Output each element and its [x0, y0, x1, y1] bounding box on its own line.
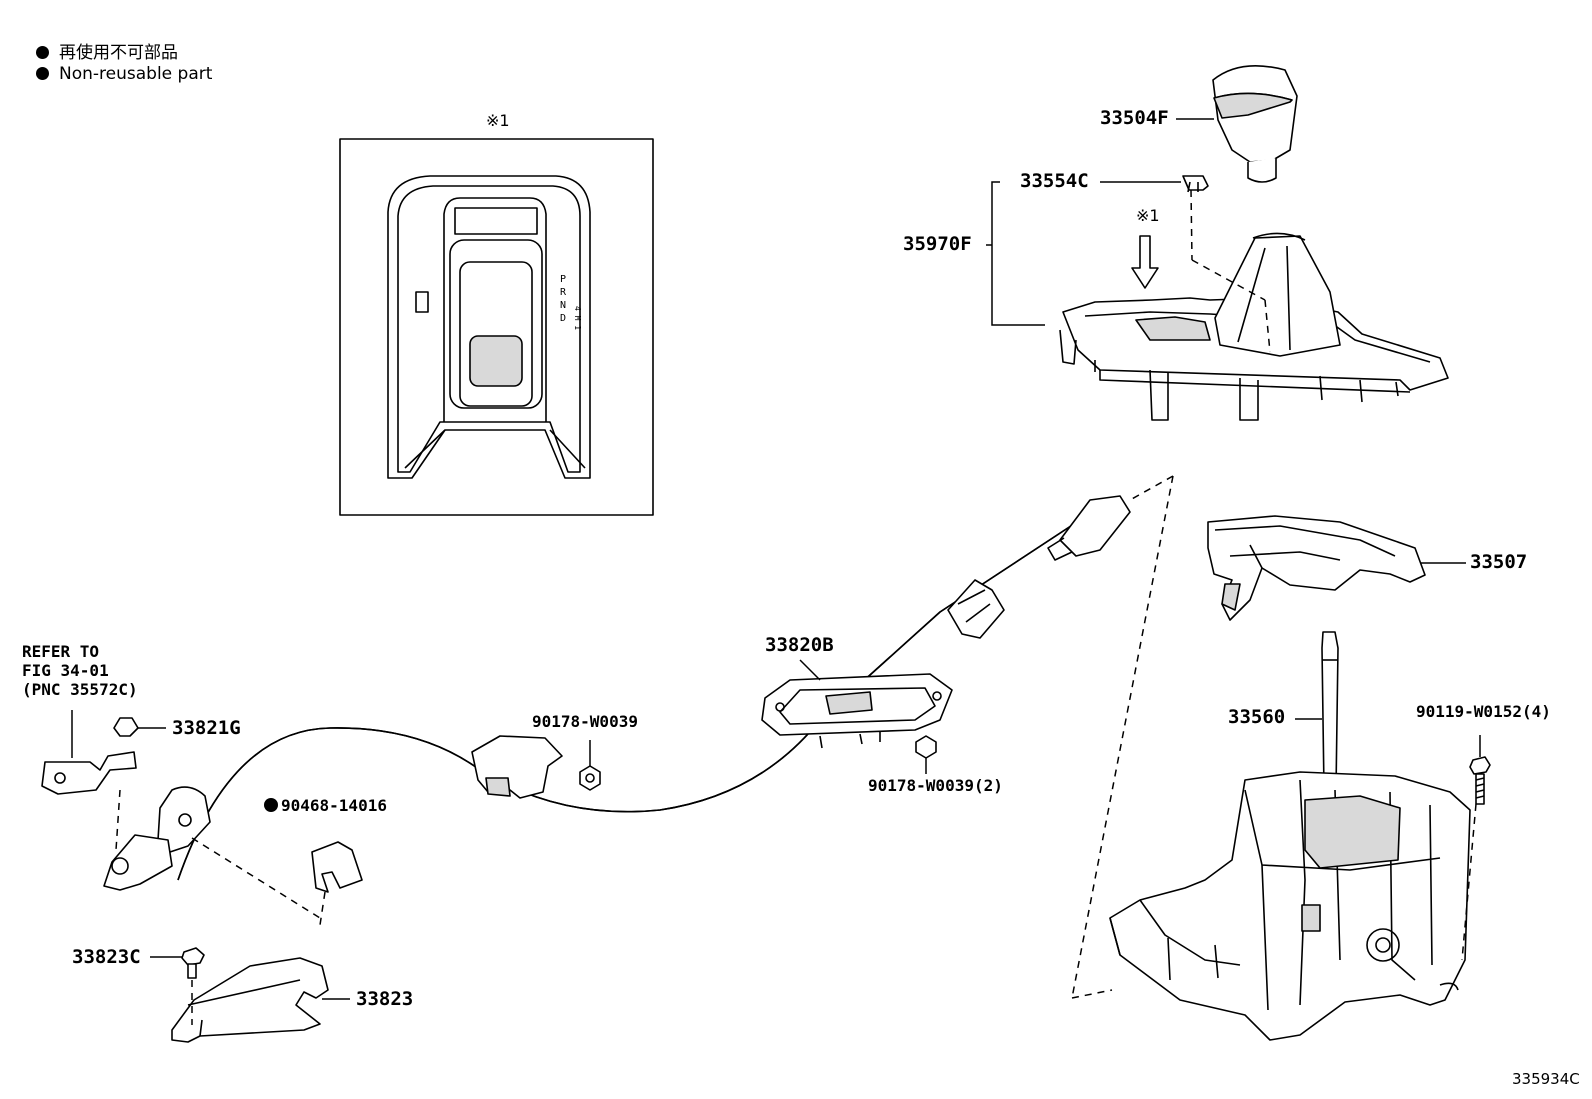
gate-extra-text: 4 M 1 — [573, 306, 582, 330]
part-label-90119: 90119-W0152(4) — [1416, 702, 1551, 721]
figure-id: 335934C — [1512, 1070, 1580, 1088]
gate-letter-p: P — [560, 274, 566, 285]
down-arrow-icon — [1131, 235, 1159, 289]
bolt-33823c-drawing — [181, 947, 205, 979]
clip-drawing — [1182, 175, 1209, 193]
inset-shift-panel: P R N D 4 M 1 — [339, 138, 654, 516]
bracket-drawing — [1207, 515, 1426, 621]
part-label-33554c: 33554C — [1020, 170, 1089, 192]
part-label-90178-2: 90178-W0039(2) — [868, 776, 1003, 795]
part-label-90178: 90178-W0039 — [532, 712, 638, 731]
console-bezel-drawing — [1059, 232, 1449, 421]
cable-bracket-drawing — [41, 751, 137, 795]
nut-90178-drawing — [579, 765, 601, 791]
gate-letter-n: N — [560, 300, 566, 311]
non-reusable-dot-icon — [264, 798, 278, 812]
shift-knob-drawing — [1212, 64, 1298, 183]
part-label-33823c: 33823C — [72, 946, 141, 968]
part-label-35970f: 35970F — [903, 233, 972, 255]
bolt-90119-drawing — [1469, 756, 1491, 805]
non-reusable-dot-icon — [36, 67, 49, 80]
bracket-33823-drawing — [171, 957, 329, 1043]
gate-letter-r: R — [560, 287, 567, 298]
shift-cable-drawing — [103, 495, 1131, 891]
part-label-33560: 33560 — [1228, 706, 1286, 728]
nut-90178-2-drawing — [915, 735, 937, 759]
part-label-33504f: 33504F — [1100, 107, 1169, 129]
shift-lever-assembly-drawing — [1109, 631, 1471, 1041]
leader-lines — [71, 118, 1481, 1025]
part-label-33823: 33823 — [356, 988, 414, 1010]
part-label-90468: 90468-14016 — [264, 798, 387, 814]
inset-marker: ※1 — [486, 111, 510, 130]
part-label-33820b: 33820B — [765, 634, 834, 656]
part-label-33821g: 33821G — [172, 717, 241, 739]
clip-90468-drawing — [311, 841, 363, 893]
clip-33821g-drawing — [113, 717, 139, 737]
non-reusable-dot-icon — [36, 46, 49, 59]
arrow-marker: ※1 — [1136, 206, 1160, 225]
gate-letter-d: D — [560, 313, 566, 324]
part-label-33507: 33507 — [1470, 551, 1528, 573]
legend-english: Non-reusable part — [36, 64, 212, 84]
legend-japanese: 再使用不可部品 — [36, 38, 178, 63]
